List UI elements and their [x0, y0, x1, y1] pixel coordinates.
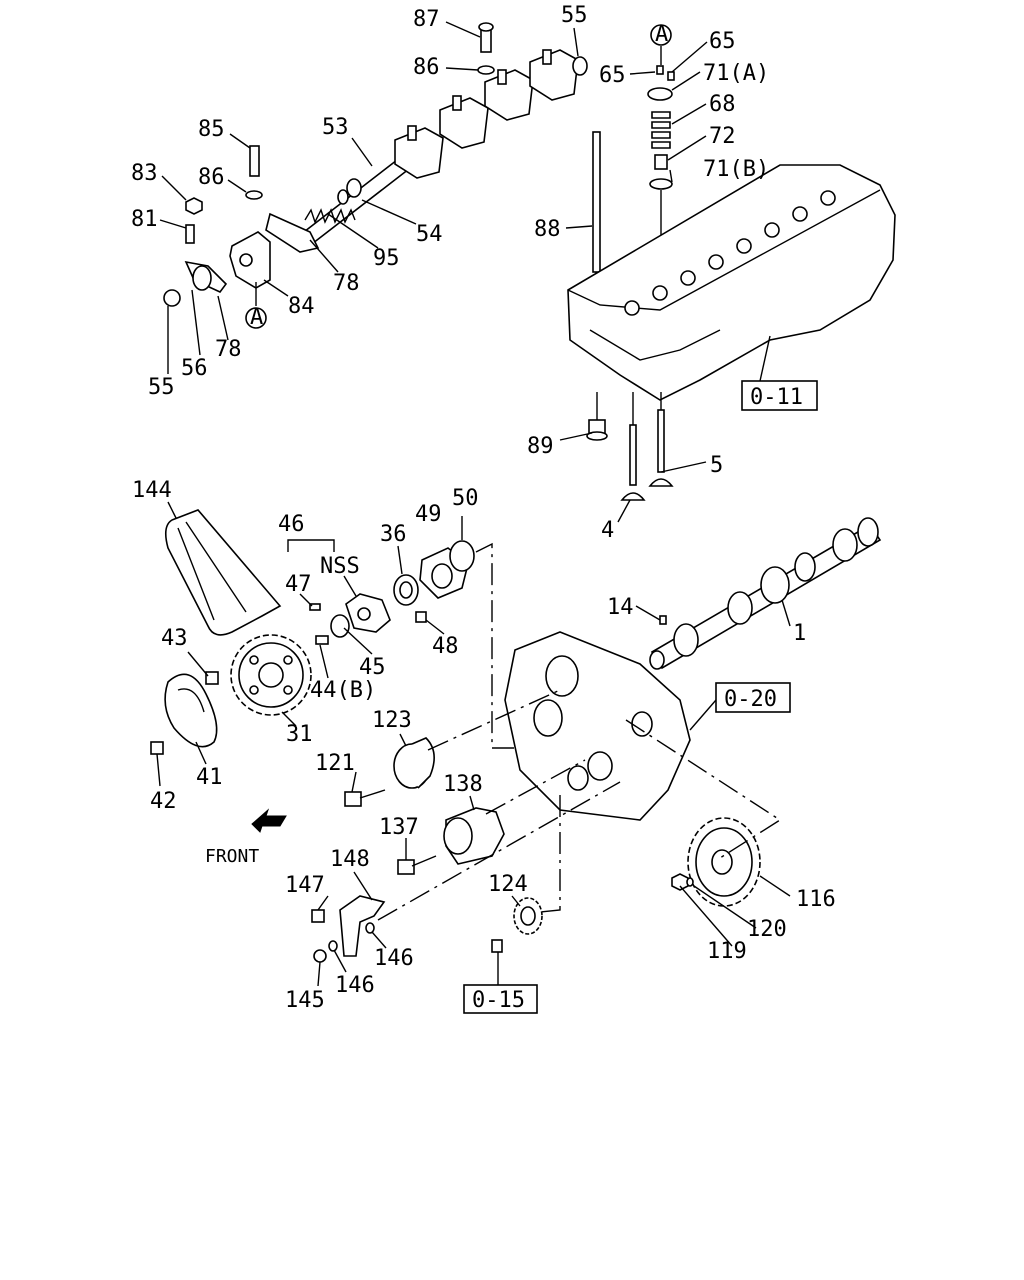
callout-116: 116 — [796, 887, 836, 912]
arrow-front-icon — [251, 808, 287, 833]
callout-83: 83 — [131, 161, 158, 186]
callout-137: 137 — [379, 815, 419, 840]
callout-a: A — [250, 305, 263, 330]
cam-pulley — [230, 634, 312, 716]
callout-65: 65 — [599, 63, 626, 88]
callout-5: 5 — [710, 453, 723, 478]
callout-86: 86 — [198, 165, 225, 190]
rocker-shaft-assembly — [163, 22, 588, 307]
timing-belt — [164, 509, 282, 636]
ref-box-0-15 — [463, 984, 538, 1014]
callout-47: 47 — [285, 572, 312, 597]
callout-68: 68 — [709, 92, 736, 117]
front-label: FRONT — [205, 846, 259, 867]
circle-a-icon — [245, 24, 672, 329]
callout-120: 120 — [747, 917, 787, 942]
callout-138: 138 — [443, 772, 483, 797]
ref-box-0-11 — [741, 380, 818, 411]
callout-144: 144 — [132, 478, 172, 503]
assembly-lines — [377, 542, 782, 921]
bracket-group — [311, 895, 386, 963]
timing-case — [504, 631, 691, 821]
ref-box-0-20 — [715, 682, 791, 713]
valve-train — [592, 65, 675, 300]
callout-145: 145 — [285, 988, 325, 1013]
callout-87: 87 — [413, 7, 440, 32]
callout-14: 14 — [607, 595, 634, 620]
callout-86: 86 — [413, 55, 440, 80]
callout-a: A — [655, 22, 668, 47]
callout-43: 43 — [161, 626, 188, 651]
callout-146: 146 — [374, 946, 414, 971]
callout-71a: 71(A) — [703, 61, 769, 86]
callout-labels: 87 55 A 65 65 71(A) 86 68 85 53 72 83 86… — [131, 3, 836, 1013]
callout-4: 4 — [601, 518, 614, 543]
callout-147: 147 — [285, 873, 325, 898]
callout-55: 55 — [561, 3, 588, 28]
callout-46: 46 — [278, 512, 305, 537]
callout-78: 78 — [215, 337, 242, 362]
callout-72: 72 — [709, 124, 736, 149]
idler-pulleys — [344, 737, 505, 875]
cylinder-head — [567, 164, 896, 401]
callout-88: 88 — [534, 217, 561, 242]
callout-95: 95 — [373, 246, 400, 271]
callout-123: 123 — [372, 708, 412, 733]
callout-nss: NSS — [320, 554, 360, 579]
callout-65: 65 — [709, 29, 736, 54]
callout-85: 85 — [198, 117, 225, 142]
callout-84: 84 — [288, 294, 315, 319]
callout-53: 53 — [322, 115, 349, 140]
pulley-plate — [150, 671, 219, 755]
callout-31: 31 — [286, 722, 313, 747]
callout-121: 121 — [315, 751, 355, 776]
callout-42: 42 — [150, 789, 177, 814]
callout-71b: 71(B) — [703, 157, 769, 182]
callout-81: 81 — [131, 207, 158, 232]
callout-50: 50 — [452, 486, 479, 511]
callout-89: 89 — [527, 434, 554, 459]
leader-lines — [156, 21, 791, 987]
valves — [586, 392, 674, 501]
callout-55: 55 — [148, 375, 175, 400]
callout-1: 1 — [793, 621, 806, 646]
callout-41: 41 — [196, 765, 223, 790]
reference-0-20: 0-20 — [724, 687, 777, 712]
callout-48: 48 — [432, 634, 459, 659]
reference-0-15: 0-15 — [472, 988, 525, 1013]
callout-119: 119 — [707, 939, 747, 964]
large-gear — [671, 817, 761, 907]
callout-44b: 44(B) — [310, 678, 376, 703]
reference-0-11: 0-11 — [750, 385, 803, 410]
cam-bearing-group — [309, 540, 475, 645]
callout-54: 54 — [416, 222, 443, 247]
callout-78: 78 — [333, 271, 360, 296]
callout-124: 124 — [488, 872, 528, 897]
callout-56: 56 — [181, 356, 208, 381]
callout-36: 36 — [380, 522, 407, 547]
callout-49: 49 — [415, 502, 442, 527]
camshaft — [649, 517, 882, 670]
callout-45: 45 — [359, 655, 386, 680]
small-gear — [491, 897, 543, 953]
callout-148: 148 — [330, 847, 370, 872]
callout-146: 146 — [335, 973, 375, 998]
